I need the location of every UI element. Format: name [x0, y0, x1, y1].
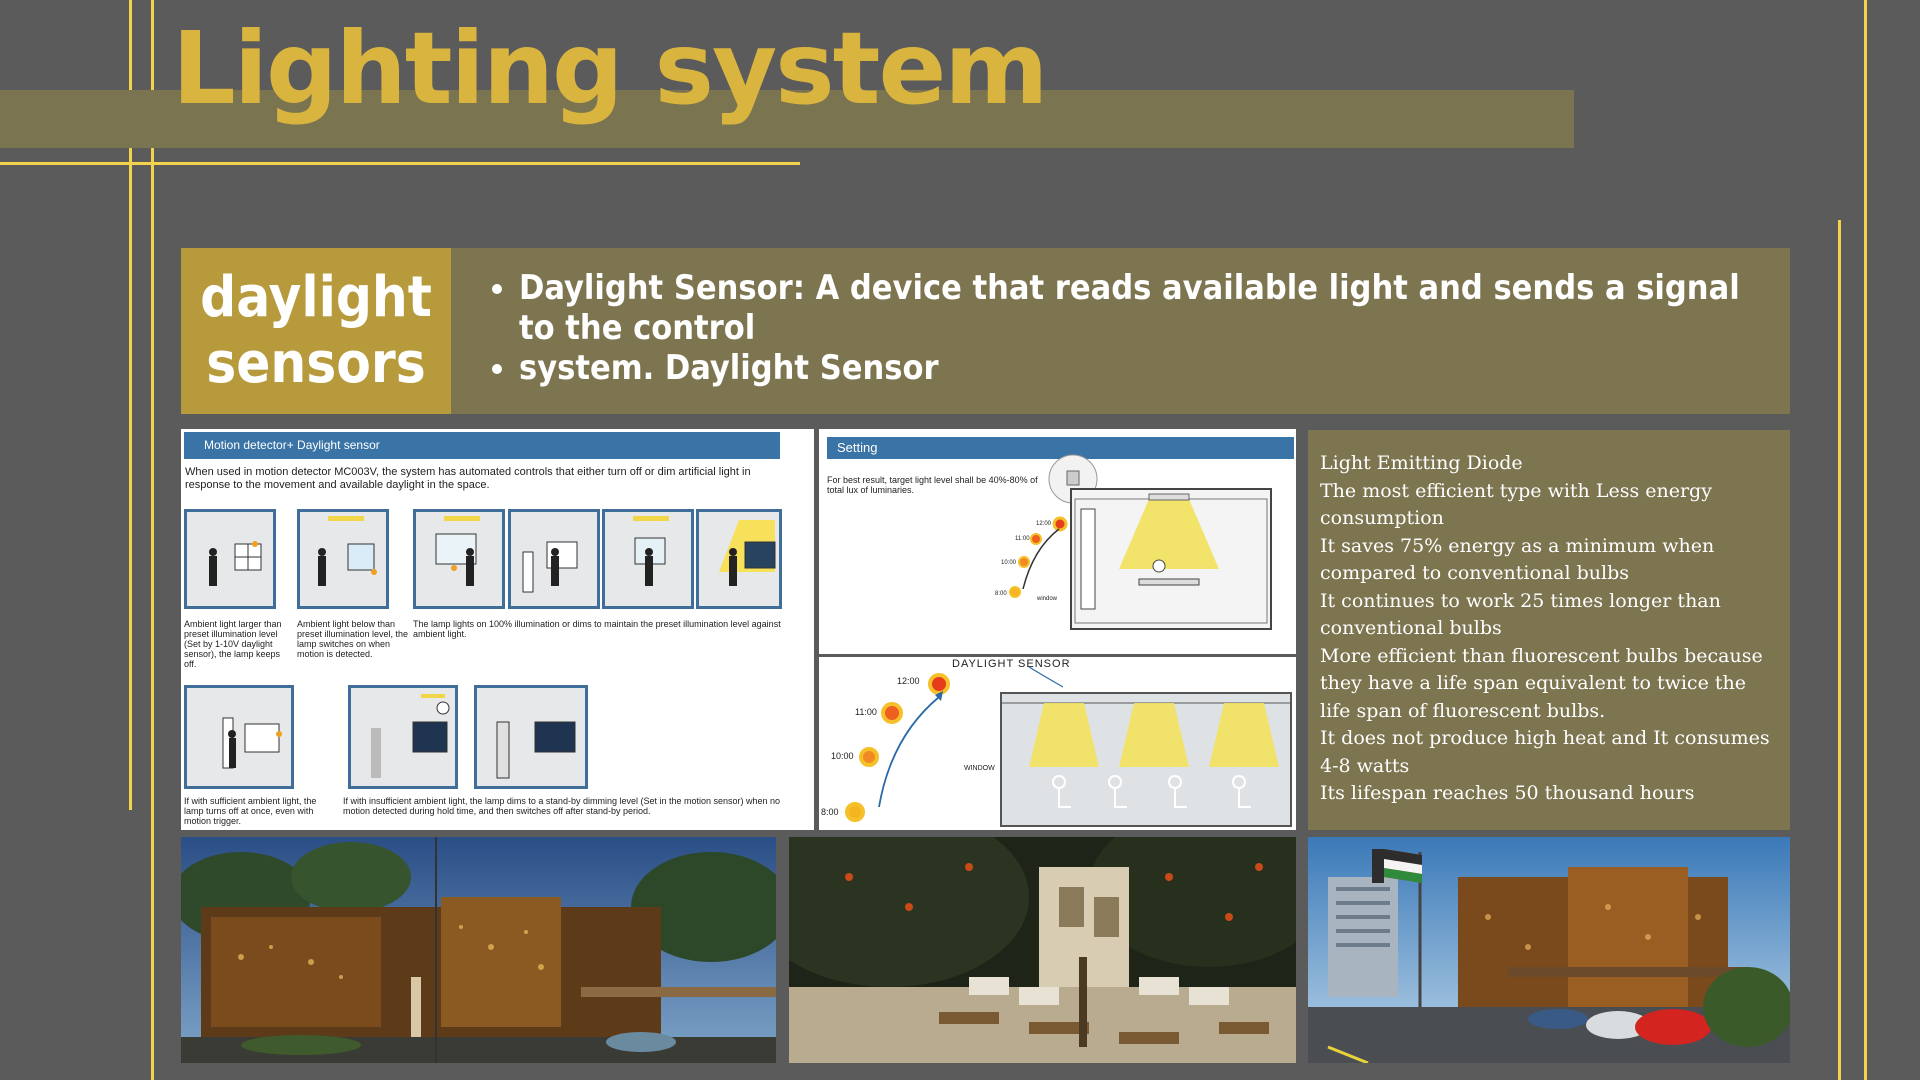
daylight-panel-header: DAYLIGHT SENSOR — [952, 658, 1071, 670]
setting-time-label: 10:00 — [1001, 560, 1017, 566]
daylight-time-label: 11:00 — [855, 707, 877, 717]
frame-line-left-inner — [151, 0, 154, 1080]
setting-time-label: 12:00 — [1036, 521, 1052, 527]
room-illustration — [184, 685, 294, 789]
room-illustration — [696, 509, 782, 609]
setting-room-drawing — [1009, 454, 1272, 630]
definition-box: Daylight Sensor: A device that reads ava… — [451, 248, 1790, 414]
room-illustration — [184, 509, 276, 609]
led-paragraph: Its lifespan reaches 50 thousand hours — [1320, 782, 1695, 804]
frame-line-left-outer — [129, 0, 132, 810]
building-render-photo — [181, 837, 776, 1063]
frame-line-top — [0, 162, 800, 165]
led-paragraph: More efficient than fluorescent bulbs be… — [1320, 644, 1763, 722]
led-paragraph: It does not produce high heat and It con… — [1320, 727, 1770, 777]
led-paragraph: Light Emitting Diode — [1320, 452, 1523, 474]
frame-line-right-outer — [1864, 0, 1867, 1080]
section-label-line1: daylight — [200, 264, 432, 330]
motion-caption-4: If with sufficient ambient light, the la… — [184, 796, 317, 826]
daylight-time-label: 12:00 — [897, 676, 920, 686]
setting-time-label: 8:00 — [995, 591, 1007, 597]
motion-caption-2: Ambient light below than preset illumina… — [297, 619, 409, 659]
page-title: Lighting system — [172, 10, 1048, 127]
setting-window-label: window — [1037, 596, 1058, 602]
led-paragraph: It continues to work 25 times longer tha… — [1320, 589, 1721, 640]
setting-time-label: 11:00 — [1015, 536, 1030, 542]
motion-caption-1: Ambient light larger than preset illumin… — [184, 619, 282, 669]
room-illustration — [348, 685, 458, 789]
room-illustration — [297, 509, 389, 609]
section-label: daylight sensors — [181, 248, 451, 414]
room-illustration — [474, 685, 588, 789]
led-paragraph: The most efficient type with Less energy… — [1320, 479, 1712, 530]
section-label-line2: sensors — [206, 331, 426, 396]
street-render-photo — [1308, 837, 1790, 1063]
led-description: Light Emitting Diode The most efficient … — [1308, 430, 1790, 830]
definition-bullet: system. Daylight Sensor — [519, 348, 1750, 388]
daylight-window-label: WINDOW — [964, 765, 995, 772]
definition-list: Daylight Sensor: A device that reads ava… — [451, 268, 1790, 388]
room-illustration — [508, 509, 600, 609]
setting-panel-header: Setting — [827, 437, 1294, 459]
room-illustration — [413, 509, 505, 609]
setting-note: For best result, target light level shal… — [827, 475, 1038, 495]
motion-sensor-diagram: Motion detector+ Daylight sensor When us… — [181, 429, 814, 830]
motion-caption-5: If with insufficient ambient light, the … — [343, 796, 781, 816]
motion-panel-intro: When used in motion detector MC003V, the… — [185, 466, 751, 491]
setting-diagram: Setting For best result, target light le… — [819, 429, 1296, 654]
daylight-time-label: 8:00 — [821, 807, 839, 817]
room-illustration — [602, 509, 694, 609]
motion-caption-3: The lamp lights on 100% illumination or … — [413, 619, 781, 639]
definition-bullet: Daylight Sensor: A device that reads ava… — [519, 268, 1750, 348]
daylight-sensor-diagram: DAYLIGHT SENSOR 12:00 11:00 10:00 8:00 W… — [819, 657, 1296, 830]
motion-panel-header: Motion detector+ Daylight sensor — [184, 432, 780, 459]
title-band — [0, 90, 1574, 148]
frame-line-right-inner — [1838, 220, 1841, 1080]
led-paragraph: It saves 75% energy as a minimum when co… — [1320, 534, 1715, 585]
courtyard-render-photo — [789, 837, 1296, 1063]
daylight-time-label: 10:00 — [831, 751, 854, 761]
daylight-room-drawing — [845, 666, 1292, 827]
